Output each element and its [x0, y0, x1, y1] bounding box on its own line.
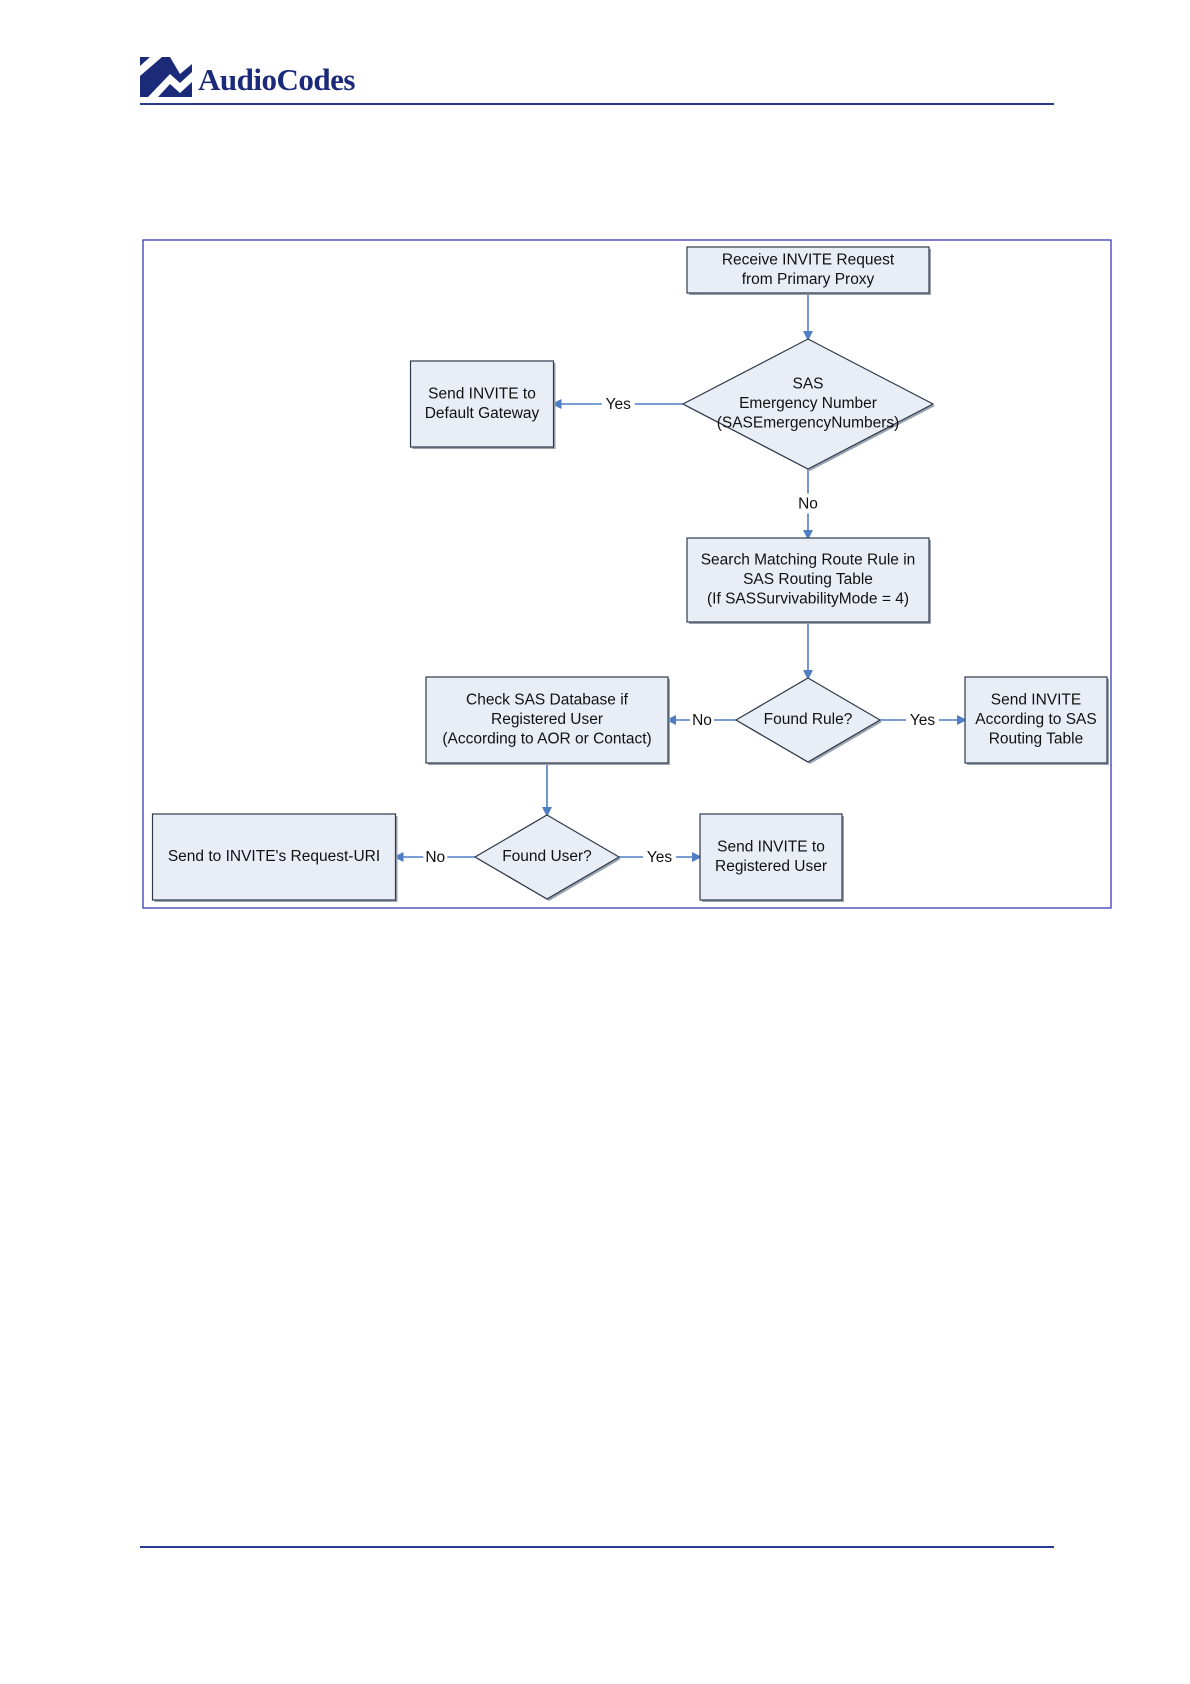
edge-label: Yes	[906, 710, 939, 730]
node-box	[699, 813, 843, 901]
node-found-user: Found User?	[473, 814, 621, 901]
node-text-line: Send INVITE	[991, 692, 1081, 709]
node-text-line: Send INVITE to	[428, 385, 536, 402]
edge-label: Yes	[601, 394, 635, 414]
node-diamond	[734, 677, 882, 763]
node-text-line: (According to AOR or Contact)	[442, 731, 651, 748]
edge-label: No	[796, 493, 820, 514]
node-box	[964, 676, 1108, 764]
node-box	[409, 360, 555, 448]
node-text-line: According to SAS	[975, 711, 1096, 728]
header-rule	[140, 103, 1054, 105]
node-text-line: (SASEmergencyNumbers)	[717, 415, 900, 432]
edge-label: No	[423, 847, 448, 867]
node-diamond	[473, 814, 621, 900]
svg-text:Yes: Yes	[910, 712, 936, 729]
node-found-rule: Found Rule?	[734, 677, 882, 764]
svg-text:No: No	[692, 712, 712, 729]
node-text-line: Registered User	[715, 858, 827, 875]
svg-text:Yes: Yes	[606, 396, 632, 413]
diagram-frame	[142, 239, 1112, 909]
node-box	[686, 537, 930, 623]
node-text-line: Send to INVITE's Request-URI	[168, 848, 380, 865]
node-text-line: Found Rule?	[764, 711, 853, 728]
node-text-line: Emergency Number	[739, 395, 877, 412]
node-check-db: Check SAS Database if Registered User (Acc…	[425, 676, 670, 765]
edge-label: Yes	[643, 847, 676, 867]
node-text-line: Receive INVITE Request	[722, 251, 895, 268]
svg-text:No: No	[798, 496, 818, 513]
node-search: Search Matching Route Rule in SAS Routing…	[686, 537, 931, 624]
audiocodes-logo	[140, 57, 192, 97]
node-box	[425, 676, 669, 764]
svg-text:No: No	[425, 849, 445, 866]
node-text-line: Default Gateway	[425, 405, 540, 422]
svg-text:Yes: Yes	[647, 849, 673, 866]
node-request-uri: Send to INVITE's Request-URI	[151, 813, 398, 902]
node-text-line: SAS Routing Table	[743, 571, 873, 588]
node-box	[151, 813, 397, 901]
node-text-line: Search Matching Route Rule in	[701, 552, 916, 569]
node-registered: Send INVITE to Registered User	[699, 813, 844, 902]
node-box	[686, 246, 930, 294]
node-diamond	[681, 338, 935, 470]
node-text-line: Found User?	[502, 848, 592, 865]
node-text-line: Check SAS Database if	[466, 692, 629, 709]
node-emergency: SAS Emergency Number (SASEmergencyNumbers)	[681, 338, 935, 471]
footer-rule	[140, 1546, 1054, 1548]
node-text-line: Routing Table	[989, 731, 1084, 748]
node-text-line: from Primary Proxy	[742, 271, 875, 288]
edge-label: No	[690, 710, 714, 730]
node-text-line: (If SASSurvivabilityMode = 4)	[707, 591, 909, 608]
node-default-gw: Send INVITE to Default Gateway	[409, 360, 556, 449]
node-text-line: Send INVITE to	[717, 838, 825, 855]
node-text-line: SAS	[792, 376, 823, 393]
node-receive: Receive INVITE Request from Primary Proxy	[686, 246, 931, 295]
node-text-line: Registered User	[491, 711, 603, 728]
node-routing: Send INVITE According to SAS Routing Table	[964, 676, 1109, 765]
brand-name: AudioCodes	[198, 62, 355, 97]
